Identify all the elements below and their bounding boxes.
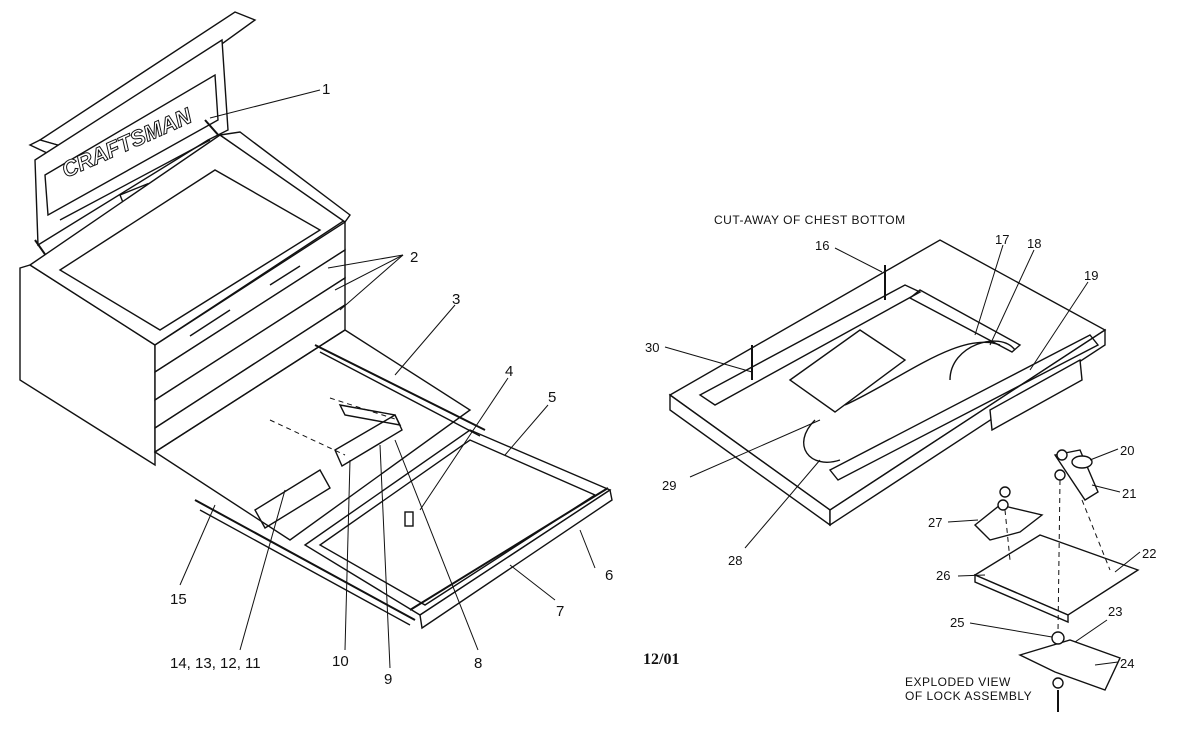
drawer-slide-left <box>194 499 416 621</box>
callout-7: 7 <box>556 603 564 620</box>
cutaway-brand-badge <box>989 358 1083 432</box>
callout-4: 4 <box>505 363 513 380</box>
callout-10: 10 <box>332 653 349 670</box>
callout-15: 15 <box>170 591 187 608</box>
callout-6: 6 <box>605 567 613 584</box>
cutaway-lock-plate <box>788 329 907 413</box>
drawer-latch <box>404 511 414 527</box>
revision-date: 12/01 <box>643 651 679 668</box>
callout-23: 23 <box>1108 604 1122 619</box>
callout-30: 30 <box>645 340 659 355</box>
callout-labels: 1 2 3 4 5 6 7 8 9 10 14, 13, 12, 11 15 1… <box>170 81 1156 688</box>
drawer-stack <box>154 220 346 454</box>
chest-bottom-cutaway <box>668 239 1107 527</box>
callout-17: 17 <box>995 232 1009 247</box>
lock-washer <box>1051 631 1065 645</box>
callout-1: 1 <box>322 81 330 98</box>
drawer-front-panel <box>419 488 613 630</box>
caption-exploded-line1: EXPLODED VIEW <box>905 675 1011 689</box>
lock-cap <box>1071 455 1093 469</box>
lock-cam <box>1018 639 1121 691</box>
callout-14-13-12-11: 14, 13, 12, 11 <box>170 655 261 672</box>
callout-9: 9 <box>384 671 392 688</box>
left-leaders <box>179 89 596 669</box>
callout-16: 16 <box>815 238 829 253</box>
callout-8: 8 <box>474 655 482 672</box>
drawer-slide-right <box>314 344 486 431</box>
callout-28: 28 <box>728 553 742 568</box>
lock-latch <box>1053 449 1099 501</box>
caption-cutaway: CUT-AWAY OF CHEST BOTTOM <box>714 213 906 227</box>
callout-20: 20 <box>1120 443 1134 458</box>
lock-rod-lower <box>803 419 841 463</box>
lock-lever <box>973 504 1044 541</box>
callout-2: 2 <box>410 249 418 266</box>
caption-exploded-line2: OF LOCK ASSEMBLY <box>905 689 1032 703</box>
tool-chest-drawing: CRAFTSMAN <box>19 11 613 630</box>
callout-19: 19 <box>1084 268 1098 283</box>
callout-27: 27 <box>928 515 942 530</box>
callout-26: 26 <box>936 568 950 583</box>
exploded-lock-assembly <box>973 449 1140 712</box>
lock-base-plate <box>973 534 1140 616</box>
cutaway-leaders <box>664 244 1089 549</box>
open-drawer <box>153 329 613 630</box>
callout-5: 5 <box>548 389 556 406</box>
callout-24: 24 <box>1120 656 1134 671</box>
exploded-leaders <box>947 448 1141 666</box>
callout-25: 25 <box>950 615 964 630</box>
callout-22: 22 <box>1142 546 1156 561</box>
callout-18: 18 <box>1027 236 1041 251</box>
callout-21: 21 <box>1122 486 1136 501</box>
callout-3: 3 <box>452 291 460 308</box>
callout-29: 29 <box>662 478 676 493</box>
lock-bracket <box>334 414 403 468</box>
lid-logo-plate <box>44 73 219 217</box>
